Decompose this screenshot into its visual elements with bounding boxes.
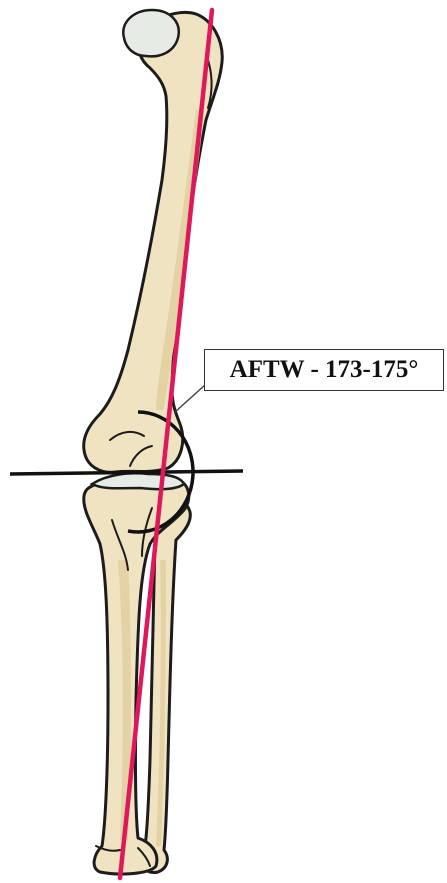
meniscus — [92, 473, 184, 489]
joint-line — [10, 471, 243, 474]
angle-label-box: AFTW - 173-175° — [204, 349, 444, 391]
angle-label: AFTW - 173-175° — [230, 356, 419, 384]
femoral-head — [123, 10, 178, 56]
fibula-bone — [142, 497, 190, 872]
femur-bone — [84, 12, 223, 472]
label-leader-line — [175, 385, 205, 412]
